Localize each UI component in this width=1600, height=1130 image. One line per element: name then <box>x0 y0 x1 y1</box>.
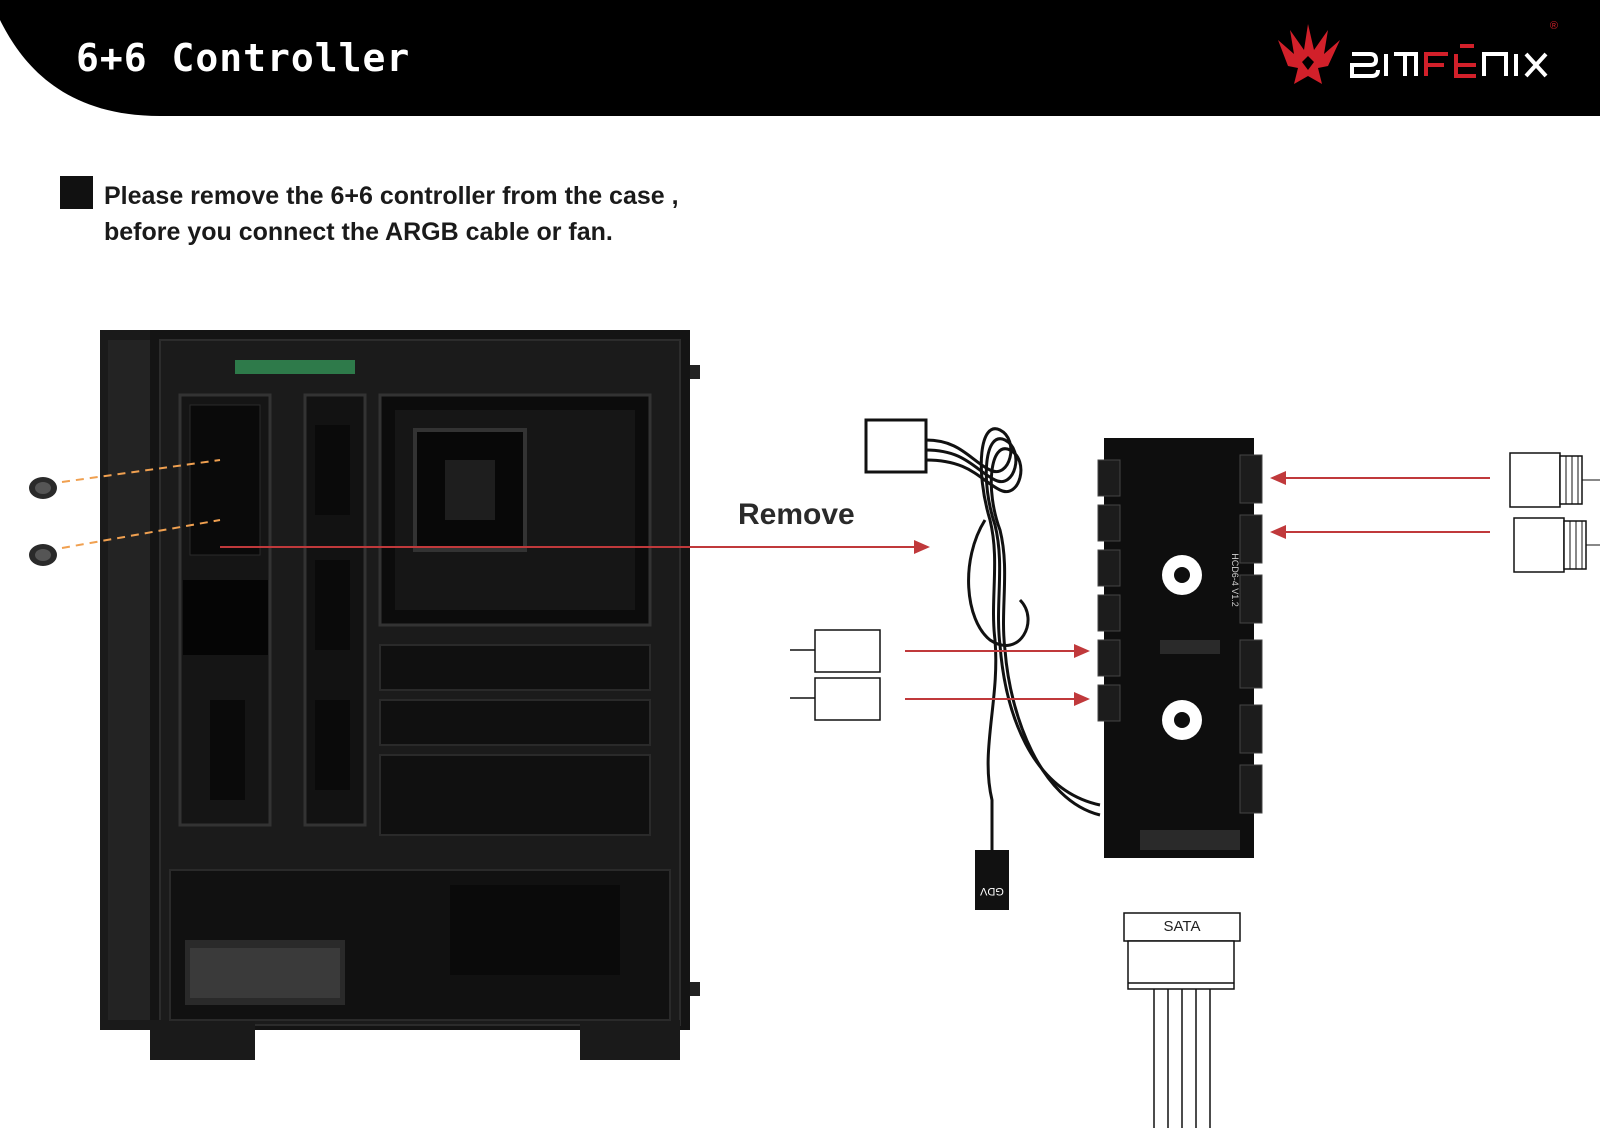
header-background <box>0 0 1600 116</box>
sata-label: SATA <box>1163 918 1201 935</box>
screw-guide-line <box>61 459 221 483</box>
remove-arrow-head <box>914 540 930 554</box>
pc-case-illustration <box>100 330 700 1060</box>
fan-arrow-head <box>1074 692 1090 706</box>
screw-guide-line <box>61 519 221 549</box>
bitfenix-logo: ® <box>1270 20 1560 95</box>
argb-connector <box>864 418 928 474</box>
argb-small-connector <box>975 850 1009 910</box>
argb-arrow-head <box>1270 525 1286 539</box>
phoenix-logo-icon <box>1278 24 1548 84</box>
page-title: 6+6 Controller <box>76 36 411 80</box>
instruction-line-1: Please remove the 6+6 controller from th… <box>104 182 679 210</box>
sata-connector <box>1123 912 1241 1128</box>
controller-board-illustration: HCD6-4 V1.2 <box>1097 438 1263 858</box>
fan-connector-left <box>790 629 881 673</box>
argb-connector-right <box>1509 452 1600 508</box>
argb-arrow-head <box>1270 471 1286 485</box>
argb-cable-illustration <box>925 427 1101 850</box>
screw-icon <box>29 477 57 499</box>
registered-mark: ® <box>1549 20 1558 32</box>
connector-marking: GDV <box>979 885 1004 897</box>
fan-connector-left <box>790 677 881 721</box>
header-bar: 6+6 Controller <box>0 0 1600 116</box>
instruction-line-2: before you connect the ARGB cable or fan… <box>104 218 613 246</box>
screw-icon <box>29 544 57 566</box>
remove-label: Remove <box>738 498 855 531</box>
bullet-square <box>60 176 93 209</box>
fan-arrow-head <box>1074 644 1090 658</box>
argb-connector-right <box>1513 517 1600 573</box>
board-marking: HCD6-4 V1.2 <box>1230 553 1240 607</box>
instruction-text: Please remove the 6+6 controller from th… <box>104 178 679 250</box>
